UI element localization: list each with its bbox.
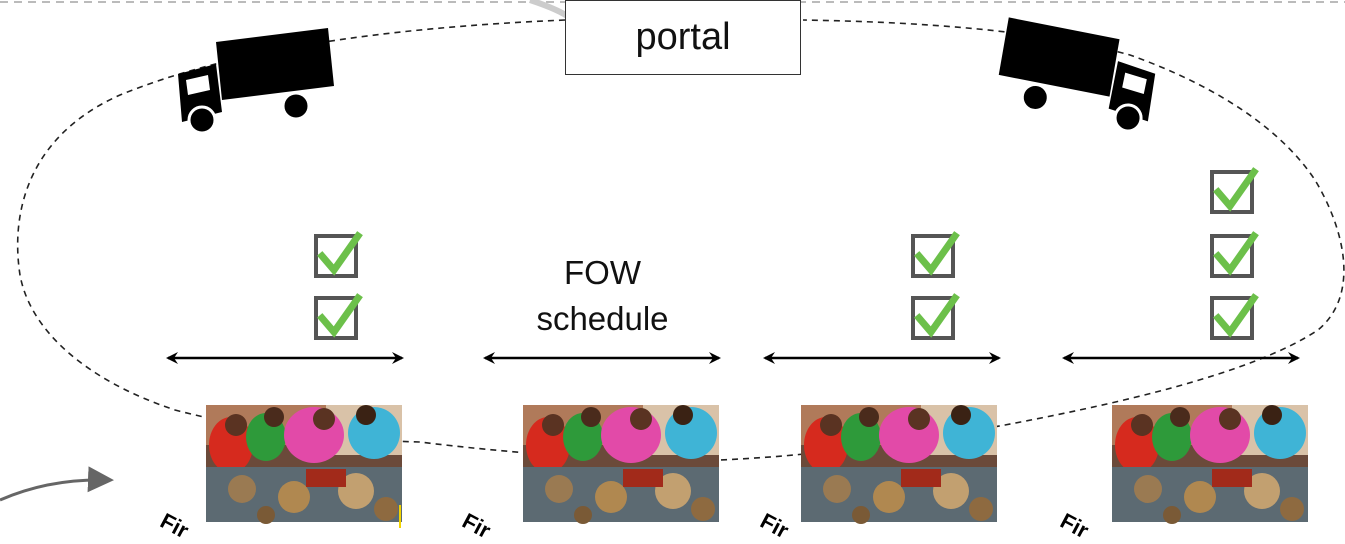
artisan-workshop-photo xyxy=(206,405,402,524)
checkbox-checked-icon xyxy=(913,298,955,338)
artisan-workshop-photo xyxy=(1112,405,1308,524)
checkbox-checked-icon xyxy=(316,236,358,276)
portal-label: portal xyxy=(635,16,731,58)
checkbox-checked-icon xyxy=(316,298,358,338)
checkbox-checked-icon xyxy=(1212,172,1254,212)
curved-arrow-icon xyxy=(0,466,114,502)
portal-box: portal xyxy=(565,0,801,75)
artisan-workshop-photo xyxy=(801,405,997,524)
truck-icon xyxy=(176,26,336,135)
checkbox-checked-icon xyxy=(1212,236,1254,276)
artisan-workshop-photo xyxy=(523,405,719,524)
fow-schedule-label: FOW schedule xyxy=(520,250,685,342)
fow-label-line1: FOW xyxy=(564,254,641,291)
fow-label-line2: schedule xyxy=(536,300,669,337)
checkbox-checked-icon xyxy=(913,236,955,276)
truck-icon xyxy=(993,15,1160,135)
checkbox-checked-icon xyxy=(1212,298,1254,338)
